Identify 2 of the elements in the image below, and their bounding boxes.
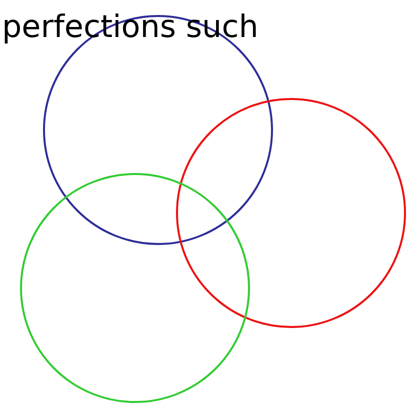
venn-circle [20, 173, 250, 403]
venn-circle [176, 98, 406, 328]
